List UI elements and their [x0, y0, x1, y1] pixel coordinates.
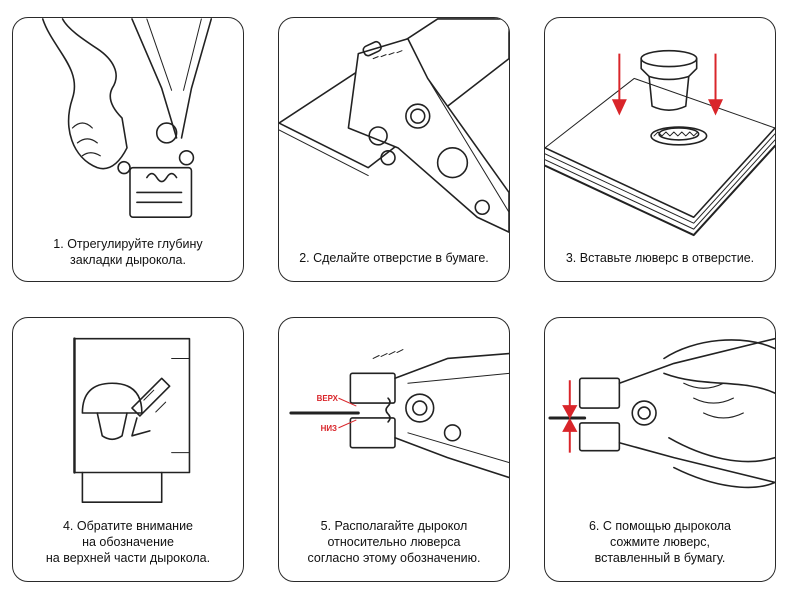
caption-line: 3. Вставьте люверс в отверстие. [565, 251, 755, 265]
caption-line: 5. Располагайте дырокол [320, 519, 468, 533]
step-1-panel: 1. Отрегулируйте глубину закладки дыроко… [12, 17, 244, 282]
caption-line: на обозначение [82, 535, 174, 549]
step-4-panel: 4. Обратите внимание на обозначение на в… [12, 317, 244, 582]
caption-line: 2. Сделайте отверстие в бумаге. [299, 251, 489, 265]
caption-line: относительно люверса [327, 535, 461, 549]
adjust-depth-illustration [41, 18, 213, 219]
caption-line: согласно этому обозначению. [307, 551, 481, 565]
step-6-caption: 6. С помощью дырокола сожмите люверс, вс… [545, 518, 775, 566]
step-3-caption: 3. Вставьте люверс в отверстие. [545, 250, 775, 266]
insert-grommet-illustration [545, 49, 775, 237]
caption-line: 4. Обратите внимание [62, 519, 194, 533]
step-2-panel: 2. Сделайте отверстие в бумаге. [278, 17, 510, 282]
caption-line: закладки дырокола. [70, 253, 186, 267]
caption-line: на верхней части дырокола. [45, 551, 211, 565]
step-5-caption: 5. Располагайте дырокол относительно люв… [279, 518, 509, 566]
caption-line: 1. Отрегулируйте глубину [53, 237, 203, 251]
grommet-marking-illustration [73, 337, 191, 504]
caption-line: сожмите люверс, [610, 535, 710, 549]
step-2-caption: 2. Сделайте отверстие в бумаге. [279, 250, 509, 266]
crimp-grommet-illustration [548, 337, 775, 489]
punch-hole-illustration [279, 18, 509, 233]
step-3-panel: 3. Вставьте люверс в отверстие. [544, 17, 776, 282]
step-5-panel: ВЕРХ НИЗ 5. Располагайте дырокол относит… [278, 317, 510, 582]
position-punch-illustration: ВЕРХ НИЗ [289, 349, 509, 479]
top-label: ВЕРХ [317, 394, 339, 403]
caption-line: вставленный в бумагу. [594, 551, 726, 565]
bottom-label: НИЗ [321, 424, 337, 433]
caption-line: 6. С помощью дырокола [588, 519, 732, 533]
step-1-caption: 1. Отрегулируйте глубину закладки дыроко… [13, 236, 243, 268]
step-6-panel: 6. С помощью дырокола сожмите люверс, вс… [544, 317, 776, 582]
step-4-caption: 4. Обратите внимание на обозначение на в… [13, 518, 243, 566]
